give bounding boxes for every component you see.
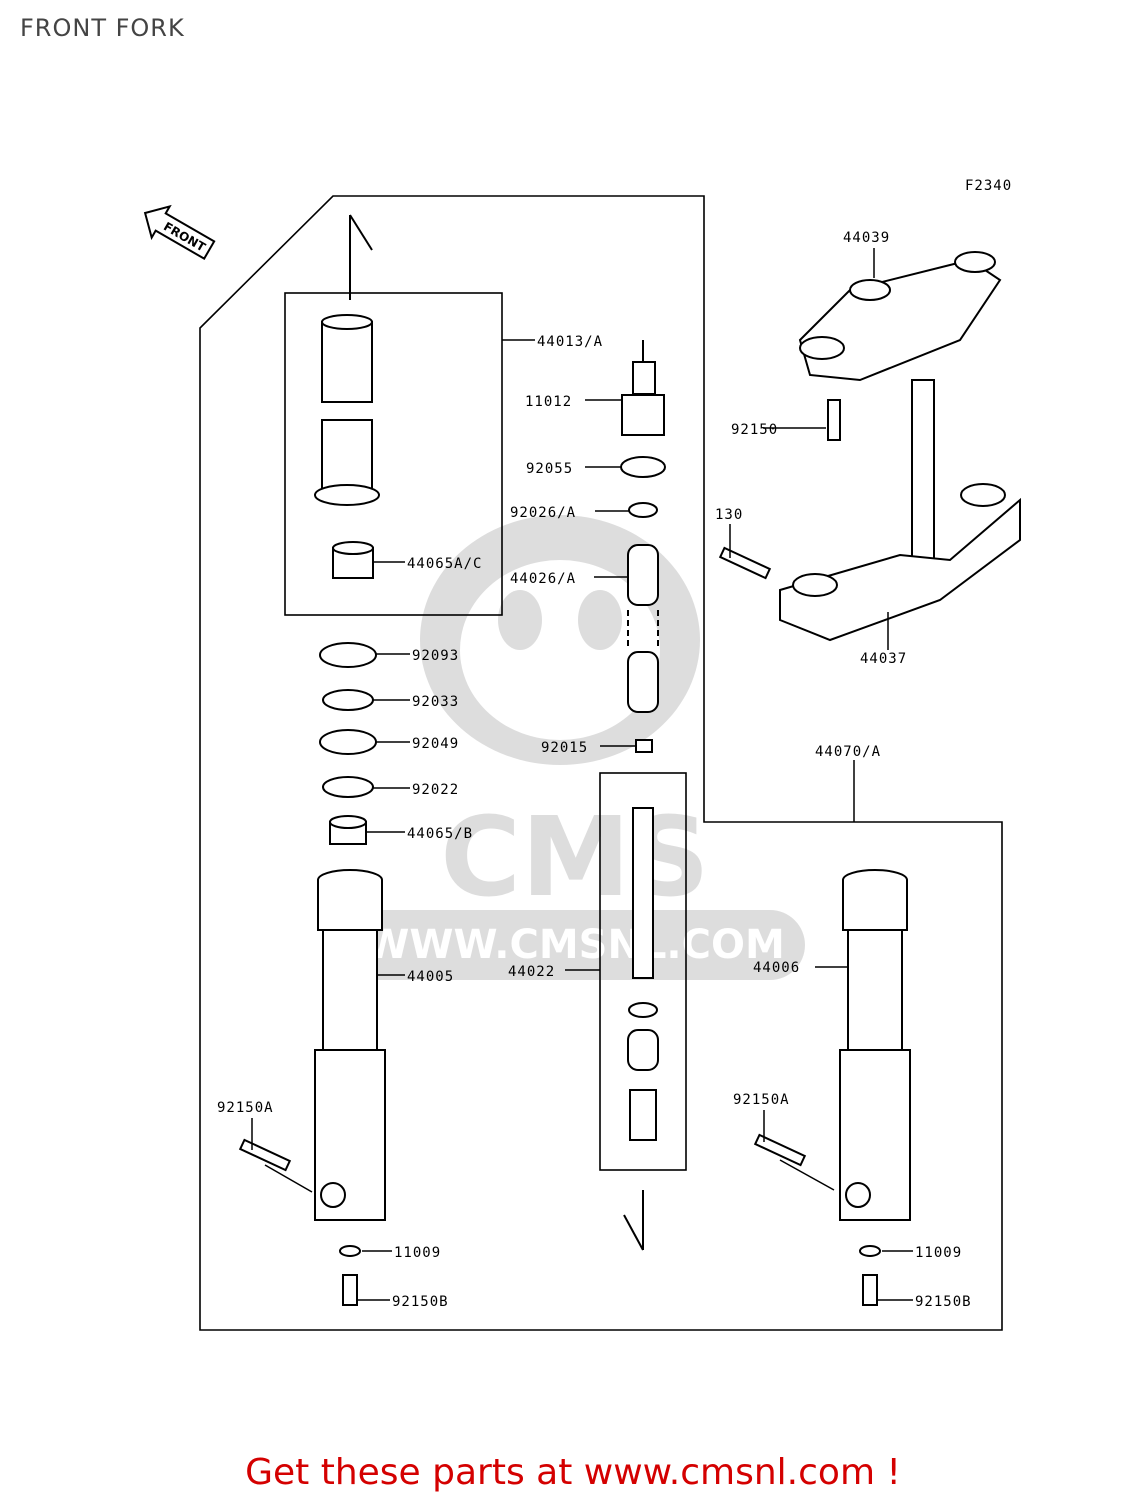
part-label-44013A: 44013/A — [537, 334, 603, 350]
inner-tube-group-box — [284, 292, 503, 616]
bushing-icon — [332, 541, 374, 579]
part-label-11009-left: 11009 — [394, 1245, 441, 1261]
watermark-brand: CMS — [440, 793, 709, 921]
damper-rod-group-box — [599, 772, 687, 1171]
watermark-url: WWW.CMSNL.COM — [365, 922, 785, 968]
part-label-11012: 11012 — [525, 394, 572, 410]
part-label-44039: 44039 — [843, 230, 890, 246]
front-arrow-icon: FRONT — [143, 204, 216, 261]
bolt-icon-92150B-left — [342, 1274, 358, 1306]
part-label-92033: 92033 — [412, 694, 459, 710]
part-label-44026A: 44026/A — [510, 571, 576, 587]
footer-promo-text: Get these parts at www.cmsnl.com ! — [245, 1452, 901, 1493]
gasket-icon-left — [339, 1245, 361, 1257]
dust-seal-icon — [319, 729, 377, 755]
part-labels: F2340 44039 44013/A 11012 92150 92055 92… — [217, 178, 1012, 1310]
diagram-code-label: F2340 — [965, 178, 1012, 194]
part-label-92026A: 92026/A — [510, 505, 576, 521]
part-label-44070A: 44070/A — [815, 744, 881, 760]
part-label-92049: 92049 — [412, 736, 459, 752]
bolt-icon-92150A-right — [753, 1133, 807, 1167]
part-drawings — [238, 214, 1021, 1306]
circlip-icon — [322, 689, 374, 711]
page-title: FRONT FORK — [20, 14, 185, 42]
part-label-44065B: 44065/B — [407, 826, 473, 842]
part-label-92022: 92022 — [412, 782, 459, 798]
bolt-icon-130 — [718, 546, 772, 580]
part-label-92093: 92093 — [412, 648, 459, 664]
part-label-130: 130 — [715, 507, 743, 523]
steering-stem-icon — [779, 379, 1021, 642]
part-label-92015: 92015 — [541, 740, 588, 756]
assembly-outlines — [199, 195, 1003, 1331]
washer-seal-icon — [322, 776, 374, 798]
part-label-92055: 92055 — [526, 461, 573, 477]
washer-icon — [628, 502, 658, 518]
part-label-44065AC: 44065A/C — [407, 556, 482, 572]
part-label-44037: 44037 — [860, 651, 907, 667]
bolt-icon-92150B-right — [862, 1274, 878, 1306]
part-label-92150B-right: 92150B — [915, 1294, 972, 1310]
nut-icon — [635, 739, 653, 753]
part-label-92150A-left: 92150A — [217, 1100, 274, 1116]
upper-bracket-icon — [798, 251, 1002, 382]
damper-rod-icon — [623, 807, 659, 1251]
part-label-92150B-left: 92150B — [392, 1294, 449, 1310]
slide-bushing-icon — [329, 815, 367, 845]
bolt-icon-92150 — [827, 399, 841, 441]
fork-spring-icon — [627, 544, 659, 713]
part-label-92150-top: 92150 — [731, 422, 778, 438]
right-outer-tube-icon — [839, 869, 911, 1221]
o-ring-icon — [620, 456, 666, 478]
left-outer-tube-icon — [314, 869, 386, 1221]
inner-tube-icon — [314, 214, 380, 506]
oil-seal-icon — [319, 642, 377, 668]
fork-cap-bolt-icon — [621, 340, 665, 436]
part-label-44022: 44022 — [508, 964, 555, 980]
part-label-44005: 44005 — [407, 969, 454, 985]
leader-lines — [251, 248, 913, 1301]
gasket-icon-right — [859, 1245, 881, 1257]
part-label-11009-right: 11009 — [915, 1245, 962, 1261]
part-label-92150A-right: 92150A — [733, 1092, 790, 1108]
part-label-44006: 44006 — [753, 960, 800, 976]
main-assembly-box — [199, 195, 1003, 1331]
